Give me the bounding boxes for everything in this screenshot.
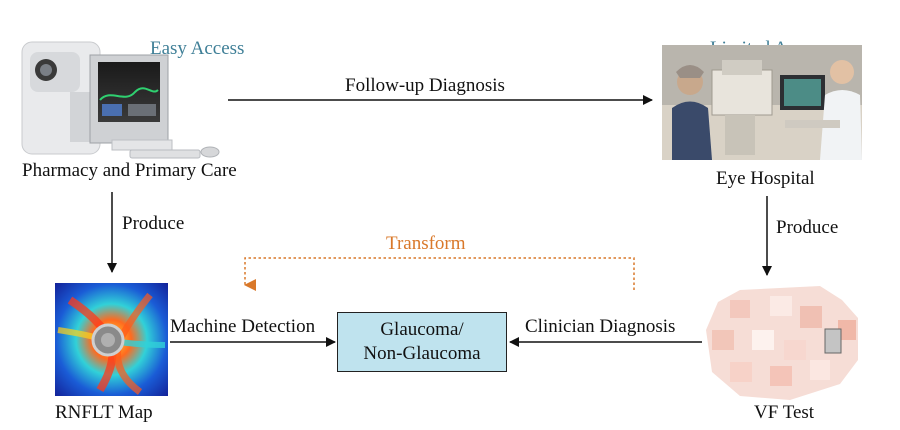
result-line-2: Non-Glaucoma [363, 343, 481, 364]
vf-test-label: VF Test [754, 402, 815, 423]
rnflt-map-label: RNFLT Map [55, 402, 153, 423]
vf-test-image [706, 286, 858, 400]
clinician-diagnosis-label: Clinician Diagnosis [525, 316, 676, 337]
rnflt-map-image [55, 283, 168, 396]
pharmacy-label: Pharmacy and Primary Care [22, 160, 237, 181]
eye-hospital-photo [662, 45, 862, 160]
glaucoma-result-box: Glaucoma/ Non-Glaucoma [337, 312, 507, 372]
followup-diagnosis-label: Follow-up Diagnosis [345, 75, 505, 96]
easy-access-label: Easy Access [150, 38, 245, 59]
produce-right-label: Produce [776, 217, 839, 238]
machine-detection-label: Machine Detection [170, 316, 316, 337]
result-line-1: Glaucoma/ [380, 319, 464, 340]
oct-device-image [21, 41, 220, 159]
transform-label: Transform [386, 233, 466, 254]
transform-arrow [244, 257, 635, 291]
produce-left-label: Produce [122, 213, 185, 234]
eye-hospital-label: Eye Hospital [716, 168, 815, 189]
